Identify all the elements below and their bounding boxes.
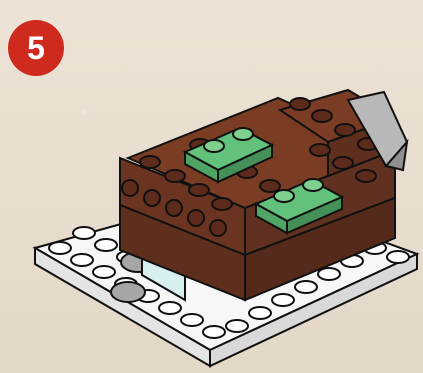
step-number-badge: 5 bbox=[8, 20, 64, 76]
gray-slope-piece bbox=[346, 90, 409, 172]
brown-brick-structure bbox=[119, 88, 398, 302]
green-plates bbox=[182, 126, 345, 235]
step-number: 5 bbox=[27, 30, 45, 66]
